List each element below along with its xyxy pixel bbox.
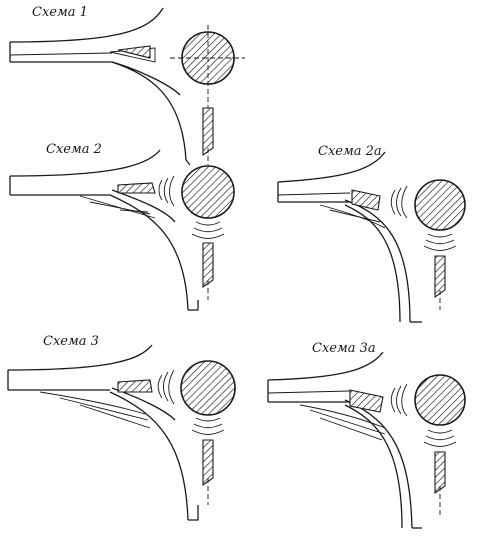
scheme-1-label: Схема 1 xyxy=(32,5,88,20)
upper-guide-curve xyxy=(7,344,153,371)
hatched-knife xyxy=(202,242,214,289)
hatched-knife xyxy=(202,107,214,157)
upper-guide-curve xyxy=(277,151,386,183)
vibration-arc xyxy=(157,374,163,399)
hatched-knife xyxy=(434,255,446,299)
hatched-wedge-tool xyxy=(117,379,153,393)
scheme-3: Схема 3 xyxy=(7,334,236,521)
upper-guide-curve xyxy=(267,351,384,381)
hatched-wedge-tool xyxy=(349,389,384,413)
upper-guide-curve xyxy=(9,149,161,177)
scheme-3a-label: Схема 3а xyxy=(312,341,376,356)
hatched-wedge-tool xyxy=(117,45,151,59)
hatched-wedge-tool xyxy=(351,189,381,211)
lower-guide-curve xyxy=(111,61,187,161)
hatched-knife xyxy=(202,439,214,487)
hatched-knife xyxy=(434,451,446,495)
scheme-2: Схема 2 xyxy=(9,142,235,311)
lower-guide-curve xyxy=(109,194,189,311)
vibration-arc xyxy=(158,179,163,201)
scheme-2a: Схема 2а xyxy=(277,144,466,323)
vibration-arc xyxy=(390,387,396,413)
hatched-roll xyxy=(181,165,235,219)
lower-guide-curve xyxy=(109,391,189,521)
hatched-roll xyxy=(414,179,466,231)
scheme-2a-label: Схема 2а xyxy=(318,144,382,159)
hatched-wedge-tool xyxy=(117,182,156,194)
scheme-2-label: Схема 2 xyxy=(46,142,102,157)
scheme-1: Схема 1 xyxy=(9,5,245,166)
hatched-roll xyxy=(180,360,236,416)
scheme-3-label: Схема 3 xyxy=(43,334,99,349)
upper-guide-curve xyxy=(9,7,164,43)
scheme-3a: Схема 3а xyxy=(267,341,466,529)
vibration-arc xyxy=(390,189,396,215)
lower-guide-curve xyxy=(344,199,411,323)
hatched-roll xyxy=(414,374,466,426)
